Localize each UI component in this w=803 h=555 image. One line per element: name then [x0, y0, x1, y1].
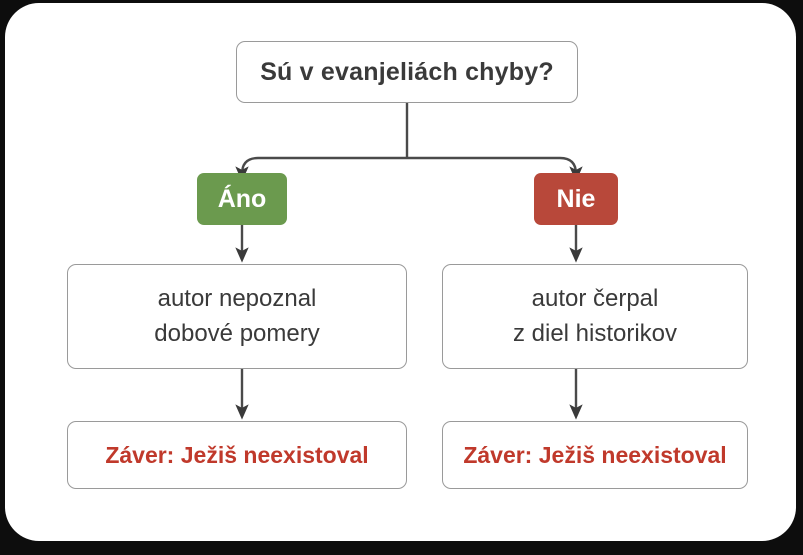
conclusion-node-yes-text: Záver: Ježiš neexistoval	[105, 441, 369, 468]
reason-node-no-line2: z diel historikov	[512, 319, 678, 347]
branch-label-yes-text: Áno	[217, 184, 267, 213]
branch-label-no: Nie	[534, 173, 618, 225]
question-node-label: Sú v evanjeliách chyby?	[260, 57, 554, 86]
connector-question-to-yes	[235, 156, 407, 182]
conclusion-node-yes: Záver: Ježiš neexistoval	[67, 421, 407, 489]
reason-node-yes-line2: dobové pomery	[154, 319, 320, 347]
reason-node-yes: autor nepoznal dobové pomery	[67, 264, 407, 369]
branch-label-yes: Áno	[197, 173, 287, 225]
question-node: Sú v evanjeliách chyby?	[236, 41, 578, 103]
diagram-card: Sú v evanjeliách chyby? Áno Nie autor ne…	[5, 3, 796, 541]
reason-node-no-line1: autor čerpal	[531, 284, 659, 312]
branch-label-no-text: Nie	[556, 184, 596, 213]
flowchart-connectors	[235, 103, 583, 420]
reason-node-no: autor čerpal z diel historikov	[442, 264, 748, 369]
connector-question-to-no	[407, 156, 583, 182]
reason-node-yes-line1: autor nepoznal	[157, 284, 317, 312]
conclusion-node-no-text: Záver: Ježiš neexistoval	[463, 441, 727, 468]
conclusion-node-no: Záver: Ježiš neexistoval	[442, 421, 748, 489]
